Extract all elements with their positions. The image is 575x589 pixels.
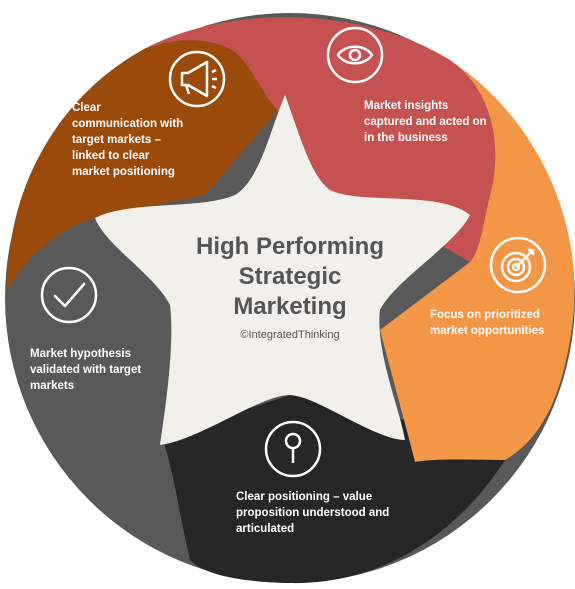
copyright-text: ©IntegratedThinking [240, 329, 340, 341]
label-communication: Clear communication with target markets … [72, 102, 184, 178]
label-insights: Market insights captured and acted on in… [364, 100, 487, 144]
eye-icon [326, 26, 384, 84]
center-title: High Performing Strategic Marketing [195, 233, 384, 320]
megaphone-icon [168, 50, 226, 108]
segment-hypothesis [8, 218, 190, 560]
center-star [95, 95, 470, 445]
label-positioning: Clear positioning – value proposition un… [236, 491, 390, 535]
segment-focus [380, 60, 575, 462]
checkmark-icon [40, 266, 98, 324]
segment-positioning [150, 395, 505, 584]
label-hypothesis: Market hypothesis validated with target … [30, 348, 142, 392]
target-icon [489, 236, 547, 294]
label-focus: Focus on prioritized market opportunitie… [430, 309, 545, 337]
pin-icon [264, 420, 322, 478]
